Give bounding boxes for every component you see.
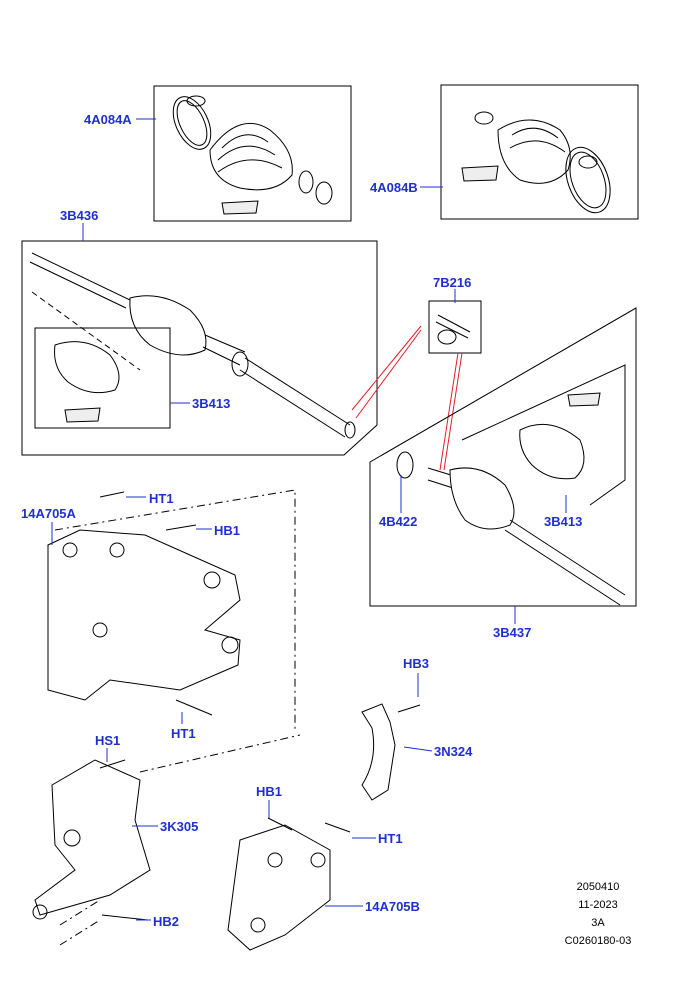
callout-3b436[interactable]: 3B436: [60, 208, 99, 223]
clamp-parts: [361, 703, 421, 801]
leader-3n324: [403, 746, 433, 752]
callout-3b413-right[interactable]: 3B413: [544, 514, 583, 529]
boot-kit-a-parts: [172, 95, 333, 215]
callout-3b413-left[interactable]: 3B413: [192, 396, 231, 411]
callout-4a084b[interactable]: 4A084B: [370, 180, 418, 195]
boot-kit-b-parts: [461, 111, 611, 214]
callout-hs1[interactable]: HS1: [95, 733, 121, 748]
shaft-right-frame: [369, 307, 637, 607]
callout-14a705b[interactable]: 14A705B: [365, 899, 420, 914]
grease-highlight-lines: [351, 325, 463, 471]
callout-ht1-top[interactable]: HT1: [149, 491, 174, 506]
grease-frame: [428, 300, 482, 354]
callout-4b422[interactable]: 4B422: [379, 514, 418, 529]
callout-3n324[interactable]: 3N324: [434, 744, 473, 759]
callout-14a705a[interactable]: 14A705A: [21, 506, 76, 521]
callout-hb1-top[interactable]: HB1: [214, 523, 241, 538]
callout-hb3[interactable]: HB3: [403, 656, 430, 671]
shaft-left-parts: [29, 252, 356, 439]
grease-parts: [435, 314, 471, 345]
diagram-date: 11-2023: [578, 899, 618, 911]
callout-ht1-bottom[interactable]: HT1: [378, 831, 403, 846]
support-guide: [59, 734, 301, 946]
diagram-revision: 3A: [591, 917, 605, 929]
support-parts: [32, 759, 151, 921]
bracket-b-parts: [227, 817, 351, 951]
boot-kit-b-frame: [440, 84, 639, 220]
callout-4a084a[interactable]: 4A084A: [84, 112, 132, 127]
shaft-left-frame: [21, 240, 378, 456]
boot-kit-a-frame: [153, 85, 352, 222]
callout-ht1-mid[interactable]: HT1: [171, 726, 196, 741]
callout-3b437[interactable]: 3B437: [493, 625, 532, 640]
diagram-code: C0260180-03: [564, 935, 632, 947]
callout-hb2[interactable]: HB2: [153, 914, 180, 929]
diagram-number: 2050410: [576, 881, 620, 893]
callout-hb1-bottom[interactable]: HB1: [256, 784, 283, 799]
bracket-a-guide: [54, 489, 296, 730]
callout-3k305[interactable]: 3K305: [160, 819, 199, 834]
callout-7b216[interactable]: 7B216: [433, 275, 472, 290]
shaft-right-parts: [396, 364, 626, 606]
bracket-a-parts: [47, 491, 241, 716]
